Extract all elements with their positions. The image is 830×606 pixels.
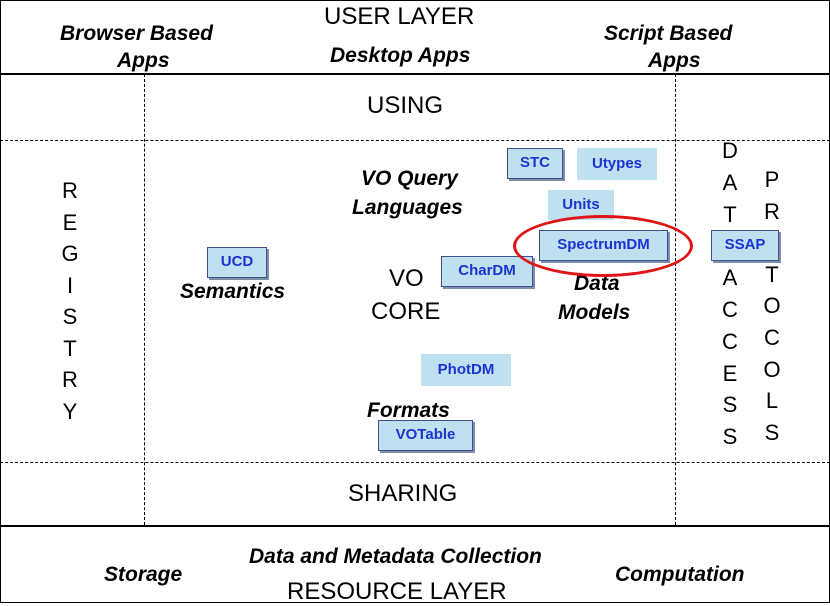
semantics-label: Semantics bbox=[180, 280, 286, 303]
sharing-label: SHARING bbox=[348, 480, 458, 507]
data-models-label-line1: Data bbox=[574, 272, 620, 295]
vo-query-languages-line1: VO Query bbox=[361, 167, 458, 190]
desktop-apps-label: Desktop Apps bbox=[330, 44, 471, 67]
vo-core-label-line2: CORE bbox=[371, 298, 441, 325]
computation-label: Computation bbox=[615, 563, 745, 586]
vo-core-label-line1: VO bbox=[389, 265, 424, 292]
protocols-letter: O bbox=[763, 293, 781, 319]
vo-query-languages-line2: Languages bbox=[352, 196, 463, 219]
user-layer-title: USER LAYER bbox=[324, 3, 475, 30]
protocols-letter: C bbox=[764, 324, 780, 350]
registry-letter: Y bbox=[62, 398, 78, 424]
data-access-letter: T bbox=[723, 201, 737, 227]
registry-letter: G bbox=[61, 241, 79, 266]
ssap-box: SSAP bbox=[711, 230, 779, 261]
utypes-box: Utypes bbox=[577, 148, 657, 180]
data-access-letter: C bbox=[722, 296, 738, 322]
registry-letter: I bbox=[66, 272, 74, 298]
data-metadata-collection-label: Data and Metadata Collection bbox=[249, 545, 542, 568]
chardm-box: CharDM bbox=[441, 256, 533, 287]
registry-letter: T bbox=[63, 335, 77, 361]
data-access-letter: S bbox=[722, 392, 738, 418]
data-access-letter: A bbox=[722, 265, 738, 291]
user-layer-divider bbox=[0, 73, 830, 75]
protocols-letter: P bbox=[764, 167, 780, 192]
resource-layer-title: RESOURCE LAYER bbox=[287, 578, 507, 605]
stc-box: STC bbox=[507, 148, 563, 179]
sharing-divider bbox=[0, 462, 830, 463]
protocols-letter: T bbox=[765, 261, 779, 287]
protocols-letter: S bbox=[764, 419, 780, 445]
data-access-letter: D bbox=[722, 138, 738, 163]
formats-label: Formats bbox=[367, 399, 450, 422]
data-models-label-line2: Models bbox=[558, 301, 631, 324]
registry-divider bbox=[144, 74, 145, 525]
photdm-box: PhotDM bbox=[421, 354, 511, 386]
protocols-label: PROTOCOLS bbox=[760, 164, 784, 448]
spectrumdm-highlight-ellipse bbox=[513, 215, 693, 277]
access-divider bbox=[675, 74, 676, 525]
browser-apps-label-line2: Apps bbox=[117, 49, 170, 72]
script-apps-label-line1: Script Based bbox=[604, 22, 733, 45]
storage-label: Storage bbox=[104, 563, 183, 586]
data-access-letter: A bbox=[722, 169, 738, 195]
registry-letter: S bbox=[62, 304, 78, 329]
resource-layer-divider bbox=[0, 525, 830, 527]
registry-letter: R bbox=[62, 367, 78, 392]
protocols-letter: L bbox=[765, 388, 779, 414]
data-access-letter: S bbox=[722, 424, 738, 450]
script-apps-label-line2: Apps bbox=[648, 49, 701, 72]
registry-letter: E bbox=[62, 209, 78, 235]
protocols-letter: O bbox=[763, 356, 781, 382]
data-access-letter: C bbox=[722, 328, 738, 354]
browser-apps-label-line1: Browser Based bbox=[60, 22, 213, 45]
registry-letter: R bbox=[62, 178, 78, 203]
ucd-box: UCD bbox=[207, 247, 267, 278]
using-label: USING bbox=[367, 92, 444, 119]
protocols-letter: R bbox=[764, 198, 780, 224]
votable-box: VOTable bbox=[378, 420, 473, 451]
using-divider bbox=[0, 140, 830, 141]
data-access-letter: E bbox=[722, 360, 738, 386]
